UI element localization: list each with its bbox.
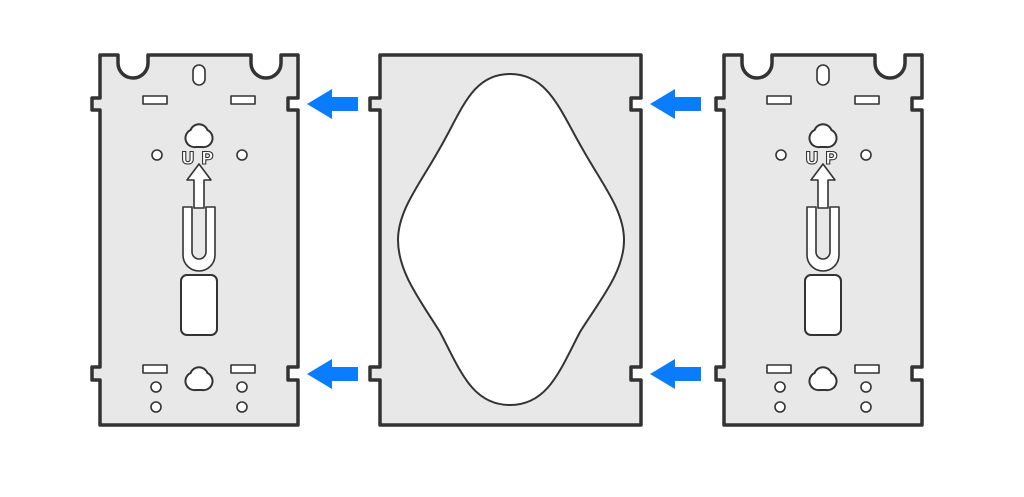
right-bracket-plate: U P xyxy=(714,53,924,427)
left-bracket-plate: U P xyxy=(90,53,300,427)
up-label-p: P xyxy=(825,149,838,169)
rounded-diamond-opening xyxy=(397,73,625,406)
up-label-p: P xyxy=(201,149,214,169)
up-label-u: U xyxy=(805,149,820,169)
center-plate xyxy=(368,53,643,427)
arrow-left-icon xyxy=(650,359,701,389)
up-label-u: U xyxy=(181,149,196,169)
arrow-left-icon xyxy=(307,89,358,119)
arrow-left-icon xyxy=(307,359,358,389)
arrow-left-icon xyxy=(650,89,701,119)
